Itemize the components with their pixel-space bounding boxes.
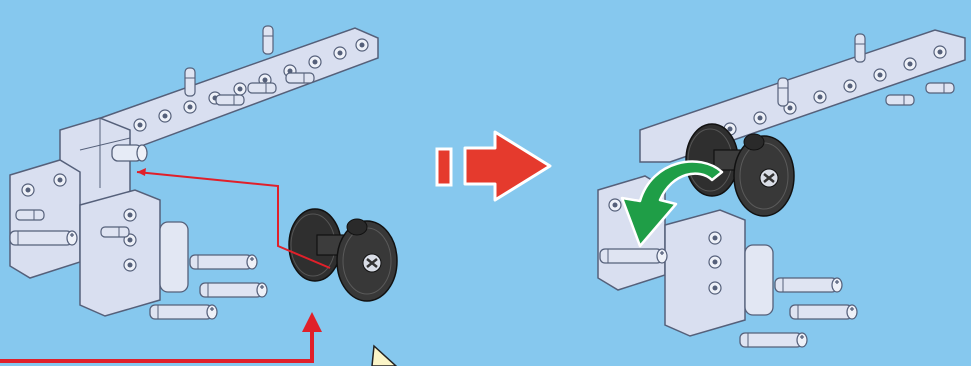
long-beam bbox=[95, 26, 378, 152]
wheel-part bbox=[289, 209, 397, 301]
next-step-arrow-icon bbox=[437, 132, 550, 200]
before-panel bbox=[0, 26, 397, 366]
lower-frame bbox=[10, 160, 267, 319]
after-panel bbox=[598, 30, 965, 347]
callout-pointer bbox=[372, 346, 396, 366]
